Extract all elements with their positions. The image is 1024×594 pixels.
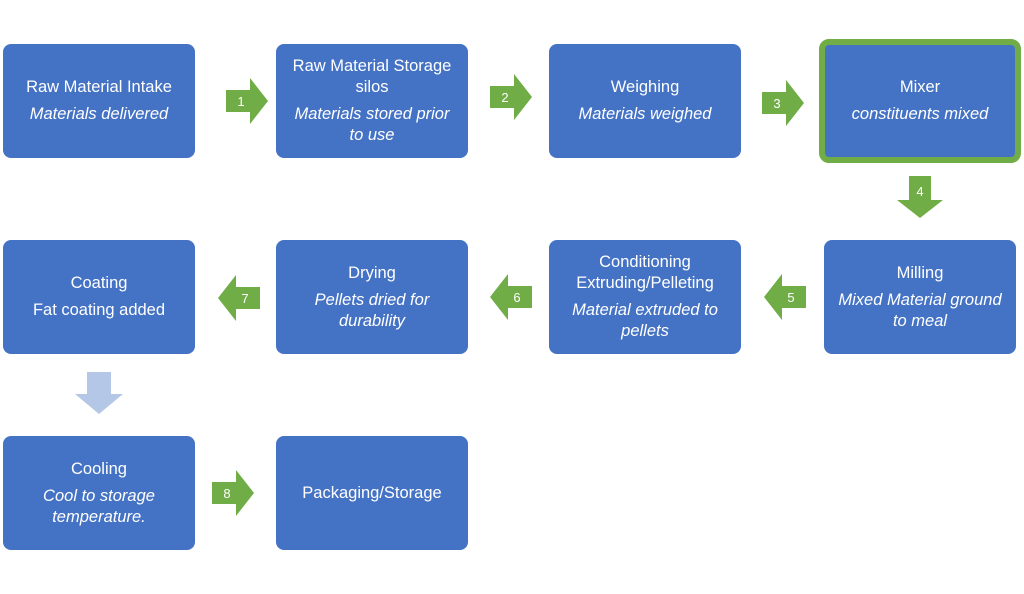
step-description: Materials stored prior to use	[294, 105, 450, 144]
step-description: constituents mixed	[851, 105, 989, 123]
arrow-number: 2	[501, 89, 509, 105]
arrow-number: 1	[237, 93, 245, 109]
arrow-right-2: 2	[490, 74, 532, 120]
arrow-left-7: 7	[218, 275, 260, 321]
step-coating: Coating Fat coating added	[3, 240, 195, 354]
arrow-down-icon	[75, 372, 123, 414]
arrow-number: 3	[773, 95, 781, 111]
step-title: Raw Material Storage silos	[292, 57, 452, 96]
step-description: Mixed Material ground to meal	[838, 290, 1002, 330]
step-title: Mixer	[899, 78, 941, 96]
step-title: Raw Material Intake	[26, 78, 172, 96]
arrow-left-6: 6	[490, 274, 532, 320]
arrow-number: 4	[916, 183, 924, 199]
step-description: Material extruded to pellets	[572, 301, 718, 340]
step-title: Coating	[70, 274, 128, 292]
arrow-down-pale	[75, 372, 123, 414]
step-title: Weighing	[610, 78, 680, 96]
arrow-right-3: 3	[762, 80, 804, 126]
arrow-right-icon	[226, 78, 268, 124]
arrow-number: 5	[787, 289, 795, 305]
step-description: Materials delivered	[29, 105, 169, 123]
step-raw-material-intake: Raw Material Intake Materials delivered	[3, 44, 195, 158]
arrow-left-icon	[218, 275, 260, 321]
step-raw-material-storage-silos: Raw Material Storage silos Materials sto…	[276, 44, 468, 158]
step-description: Cool to storage temperature.	[43, 486, 155, 526]
step-title: Conditioning Extruding/Pelleting	[576, 253, 714, 292]
step-description: Fat coating added	[32, 301, 166, 319]
step-weighing: Weighing Materials weighed	[549, 44, 741, 158]
step-conditioning-extruding-pelleting: Conditioning Extruding/Pelleting Materia…	[549, 240, 741, 354]
step-cooling: Cooling Cool to storage temperature.	[3, 436, 195, 550]
step-packaging-storage: Packaging/Storage	[276, 436, 468, 550]
arrow-number: 7	[241, 290, 249, 306]
arrow-down-4: 4	[897, 176, 943, 218]
step-title: Milling	[896, 263, 944, 282]
step-drying: Drying Pellets dried for durability	[276, 240, 468, 354]
arrow-right-1: 1	[226, 78, 268, 124]
step-title: Packaging/Storage	[302, 483, 442, 502]
arrow-right-icon	[762, 80, 804, 126]
arrow-right-icon	[212, 470, 254, 516]
arrow-down-icon	[897, 176, 943, 218]
step-milling: Milling Mixed Material ground to meal	[824, 240, 1016, 354]
arrow-number: 8	[223, 485, 231, 501]
arrow-right-icon	[490, 74, 532, 120]
step-title: Drying	[348, 263, 396, 282]
arrow-left-icon	[764, 274, 806, 320]
arrow-left-icon	[490, 274, 532, 320]
arrow-right-8: 8	[212, 470, 254, 516]
step-title: Cooling	[71, 459, 127, 478]
step-description: Pellets dried for durability	[314, 290, 430, 330]
step-mixer: Mixer constituents mixed	[819, 39, 1021, 163]
arrow-left-5: 5	[764, 274, 806, 320]
arrow-number: 6	[513, 289, 521, 305]
step-description: Materials weighed	[578, 105, 712, 123]
